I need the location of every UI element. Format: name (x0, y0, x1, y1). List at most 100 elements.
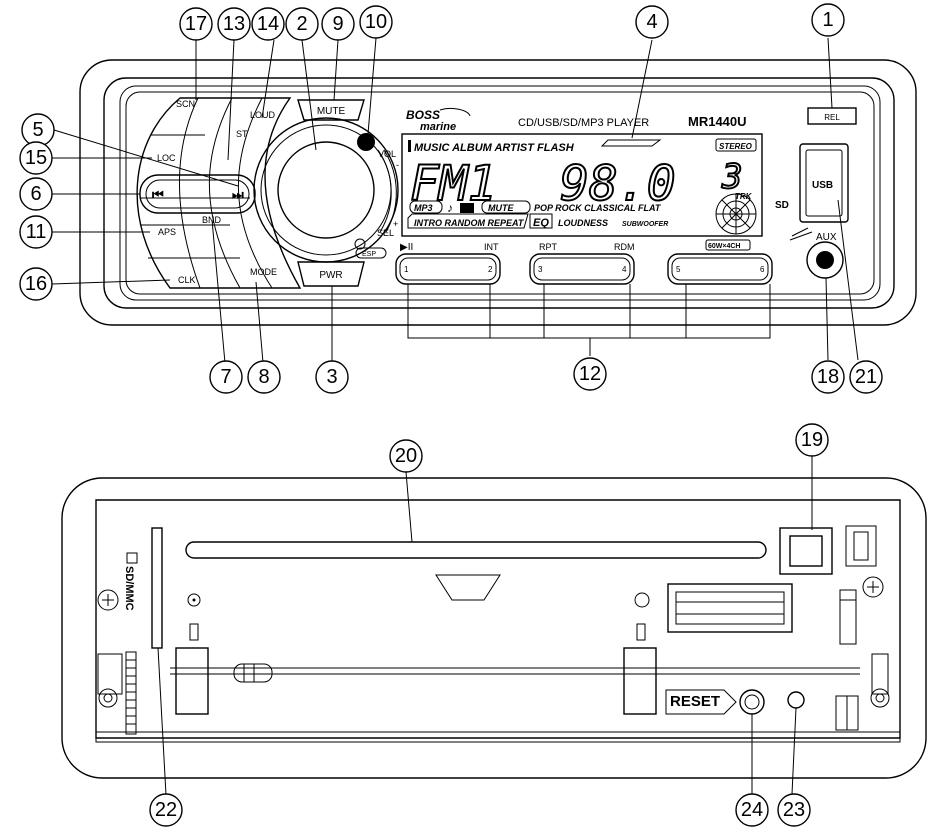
back-bottom-rail (95, 731, 901, 743)
lcd-row1: MUSIC ALBUM ARTIST FLASH (414, 142, 575, 154)
callout-12-label: 12 (579, 363, 601, 385)
sd-mmc-label: SD/MMC (123, 566, 135, 611)
callout-2-label: 2 (296, 13, 307, 35)
callout-9-label: 9 (332, 13, 343, 35)
model-name: MR1440U (688, 114, 747, 129)
eq-badge (529, 213, 553, 229)
lcd-frequency: 98.0 (560, 156, 676, 212)
sd-card-icon (126, 552, 138, 564)
leader-lines (51, 37, 859, 796)
callout-10: 10 (359, 5, 393, 39)
lcd-loudness: LOUDNESS (558, 218, 608, 228)
front-outer-frame (79, 59, 917, 326)
vol-label: VOL (378, 149, 396, 159)
usb-port[interactable] (799, 143, 849, 223)
preset-button-5-6[interactable] (667, 253, 773, 285)
lcd-mp3: MP3 (414, 203, 433, 213)
rear-button-19[interactable] (779, 527, 833, 575)
callout-14-label: 14 (257, 13, 279, 35)
rail-bracket-right (623, 647, 657, 715)
loc-button-label[interactable]: LOC (157, 153, 176, 163)
preset-button-3-4[interactable] (529, 253, 635, 285)
callout-6: 6 (19, 177, 53, 211)
callout-8: 8 (247, 360, 281, 394)
prev-icon[interactable]: ⏮ (152, 187, 164, 202)
esp-label: ESP (362, 251, 376, 258)
callout-11: 11 (19, 215, 53, 249)
callout-3-label: 3 (326, 366, 337, 388)
rel-button-label: REL (824, 113, 840, 122)
esp-badge (355, 247, 387, 259)
callout-7-label: 7 (220, 366, 231, 388)
callout-6-label: 6 (30, 183, 41, 205)
preset-3-label: 3 (538, 265, 543, 274)
volume-knob[interactable] (253, 117, 399, 263)
lcd-eq: EQ (533, 217, 549, 229)
mute-button[interactable] (297, 99, 365, 121)
pwr-button[interactable] (297, 261, 365, 287)
preset-5-label: 5 (676, 265, 681, 274)
callout-19-label: 19 (801, 429, 823, 451)
led-indicator (354, 238, 366, 250)
callout-15: 15 (19, 141, 53, 175)
left-button-bank: ⏮ ⏭ SCN LOUD LOC ST BND APS MODE CLK (136, 97, 302, 289)
preset-button-1-2[interactable] (395, 253, 501, 285)
front-bezel-inner2 (125, 91, 875, 295)
lcd-track-number: 3 (721, 157, 742, 197)
lcd-frame (401, 133, 763, 237)
callout-17: 17 (179, 7, 213, 41)
front-bezel-inner (119, 85, 881, 301)
left-connector-comb (97, 651, 137, 735)
preset-6-label: 6 (760, 265, 765, 274)
mute-lcd-badge (481, 200, 531, 214)
right-strip (839, 589, 857, 645)
aps-button-label[interactable]: APS (158, 227, 176, 237)
callout-20-label: 20 (395, 445, 417, 467)
right-bolt (870, 653, 890, 708)
callout-2: 2 (285, 7, 319, 41)
lcd-bottom-left-box (407, 213, 529, 229)
screw-left-icon (97, 589, 119, 611)
usb-label: USB (812, 180, 833, 191)
callout-23: 23 (777, 793, 811, 827)
callout-13-label: 13 (223, 13, 245, 35)
callout-5-label: 5 (32, 119, 43, 141)
pwr-button-label: PWR (319, 270, 342, 281)
front-panel: ⏮ ⏭ SCN LOUD LOC ST BND APS MODE CLK MUT… (79, 59, 917, 339)
callout-5: 5 (21, 113, 55, 147)
music-note-icon: ♪ (447, 201, 453, 215)
aux-jack[interactable] (806, 241, 844, 279)
stereo-badge (715, 138, 757, 152)
callout-19: 19 (795, 423, 829, 457)
callout-18-label: 18 (817, 366, 839, 388)
lcd-subwoofer: SUBWOOFER (622, 221, 668, 228)
brand-swoosh (439, 107, 471, 117)
callout-23-label: 23 (783, 799, 805, 821)
sd-mmc-slot[interactable] (151, 527, 163, 649)
preset-4-label: 4 (622, 265, 627, 274)
clk-button-label[interactable]: CLK (178, 275, 196, 285)
st-button-label[interactable]: ST (236, 129, 248, 139)
callout-15-label: 15 (25, 147, 47, 169)
reset-button[interactable] (739, 689, 765, 715)
scn-button-label[interactable]: SCN (176, 99, 195, 109)
left-button-bank-outline (136, 97, 302, 289)
back-chassis: SD/MMC (61, 477, 927, 779)
callout-24-label: 24 (741, 799, 763, 821)
cd-slot[interactable] (185, 541, 767, 559)
callout-17-label: 17 (185, 13, 207, 35)
screw-right-icon (862, 576, 884, 598)
back-outer-frame (61, 477, 927, 779)
bnd-button-label[interactable]: BND (202, 215, 222, 225)
callout-8-label: 8 (258, 366, 269, 388)
power-badge (705, 239, 751, 251)
callout-3: 3 (315, 360, 349, 394)
callout-18: 18 (811, 360, 845, 394)
lcd-display: MUSIC ALBUM ARTIST FLASH STEREO FM1 98.0… (401, 133, 763, 237)
next-icon[interactable]: ⏭ (232, 187, 244, 202)
aux-label: AUX (816, 232, 837, 243)
mode-button-label[interactable]: MODE (250, 267, 277, 277)
callout-21: 21 (849, 360, 883, 394)
sel-label: SEL (377, 228, 394, 238)
callout-14: 14 (251, 7, 285, 41)
